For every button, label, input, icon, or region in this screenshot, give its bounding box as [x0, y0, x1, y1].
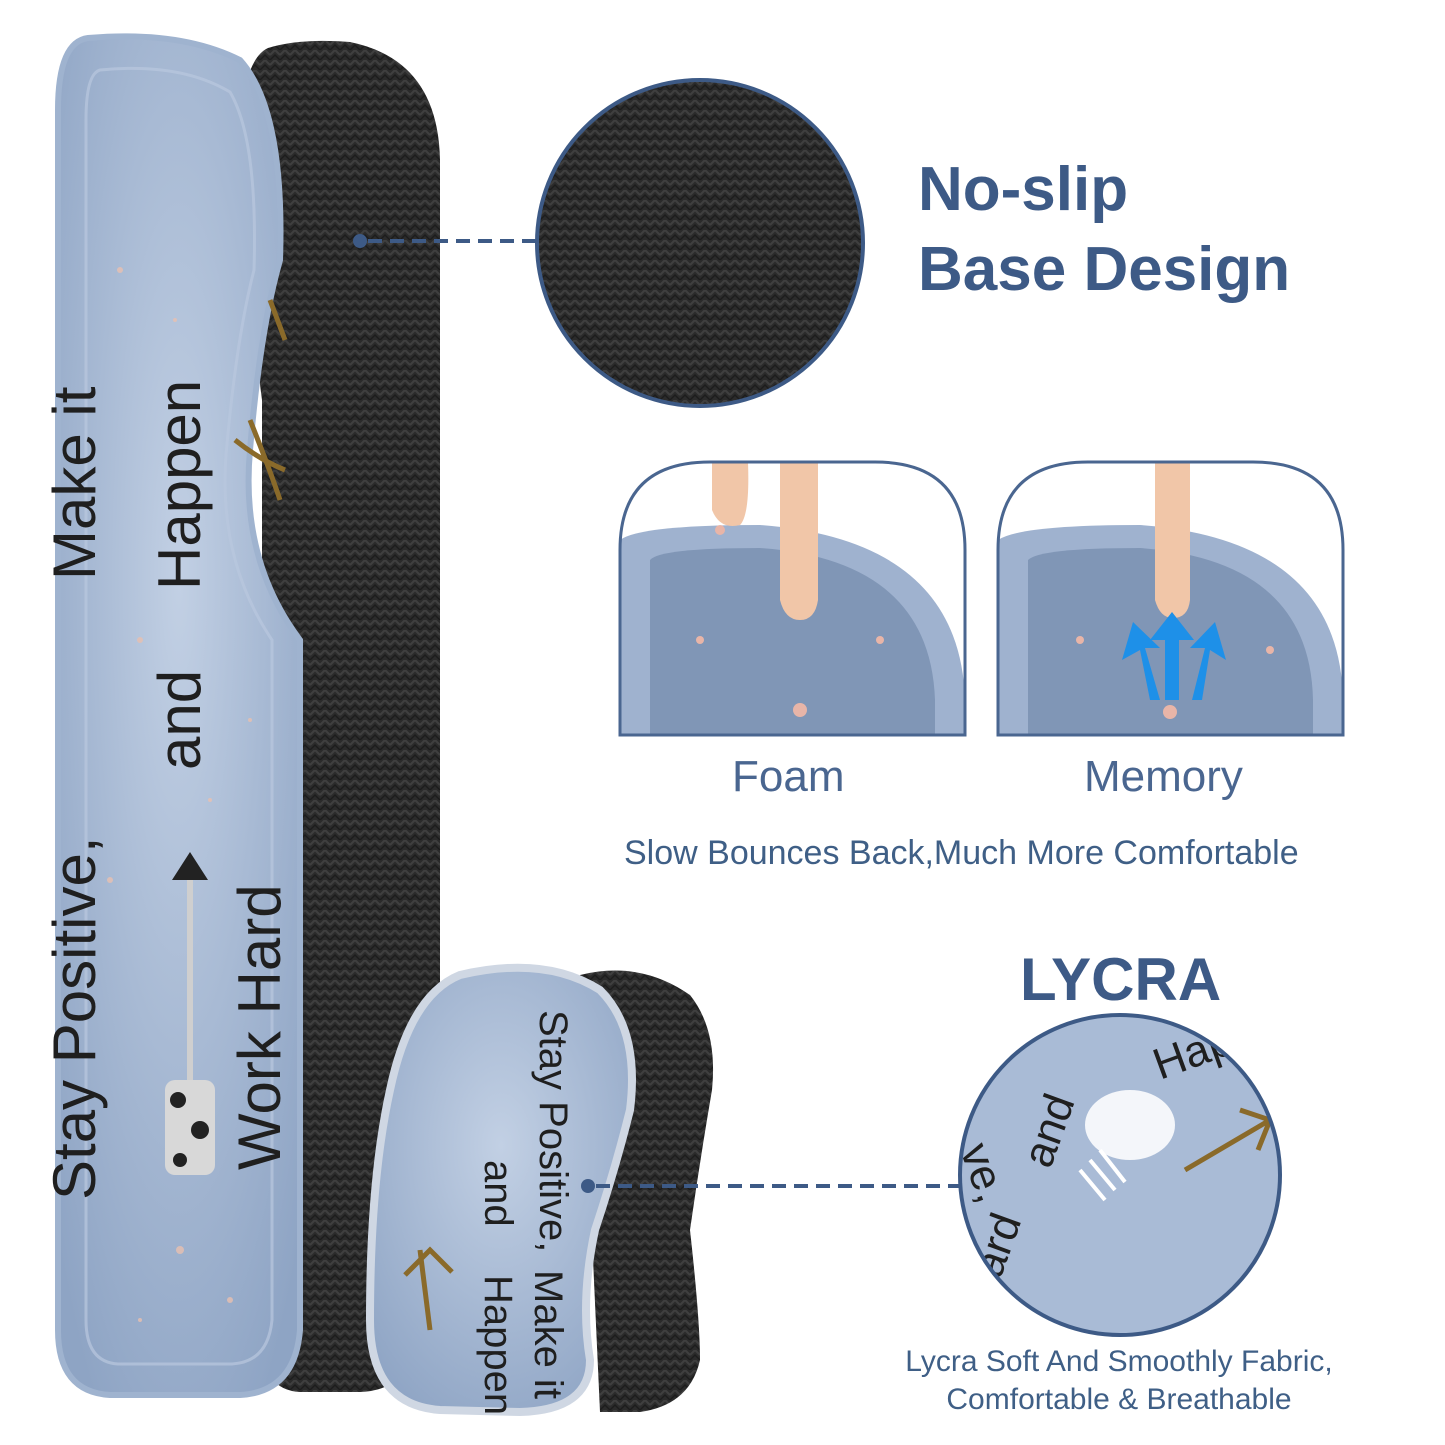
- no-slip-heading: No-slip Base Design: [918, 150, 1290, 310]
- finger-memory: [1155, 462, 1190, 618]
- mouse-print-and: and: [476, 1160, 520, 1227]
- lycra-caption-line2: Comfortable & Breathable: [946, 1383, 1292, 1416]
- base-connector-dot: [353, 234, 367, 248]
- lycra-caption-line1: Lycra Soft And Smoothly Fabric,: [905, 1345, 1333, 1378]
- memory-panel: [996, 460, 1345, 737]
- print-make-it: Make it: [41, 386, 108, 580]
- keyboard-rest-top: [55, 33, 303, 1398]
- no-slip-heading-line1: No-slip: [918, 155, 1129, 224]
- mouse-print-stay-positive: Stay Positive,: [531, 1010, 575, 1252]
- no-slip-heading-line2: Base Design: [918, 235, 1291, 304]
- print-happen: Happen: [146, 380, 213, 590]
- print-and: and: [146, 670, 213, 770]
- lycra-closeup: Hap and ve, ard: [958, 1013, 1282, 1337]
- mouse-rest-print: Stay Positive, and Make it Happen: [476, 1010, 575, 1415]
- lycra-caption: Lycra Soft And Smoothly Fabric, Comforta…: [898, 1343, 1340, 1419]
- keyboard-rest-print: Stay Positive, Make it: [41, 386, 108, 1200]
- arrow-decoration: [165, 299, 288, 1175]
- lycra-title: LYCRA: [1020, 946, 1222, 1013]
- lycra-connector-dot: [581, 1179, 595, 1193]
- print-work-hard: Work Hard: [226, 884, 293, 1170]
- mouse-print-make-it: Make it: [526, 1270, 570, 1399]
- foam-panel: [618, 460, 967, 737]
- bounce-arrows-icon: [1122, 612, 1226, 700]
- mouse-print-happen: Happen: [476, 1275, 520, 1415]
- base-closeup: [535, 78, 865, 408]
- mouse-rest-top: [365, 963, 636, 1417]
- foam-label: Foam: [732, 752, 845, 801]
- finger-foam: [780, 462, 818, 620]
- memory-label: Memory: [1084, 752, 1243, 801]
- bounce-caption: Slow Bounces Back,Much More Comfortable: [624, 834, 1299, 872]
- print-stay-positive: Stay Positive,: [41, 837, 108, 1201]
